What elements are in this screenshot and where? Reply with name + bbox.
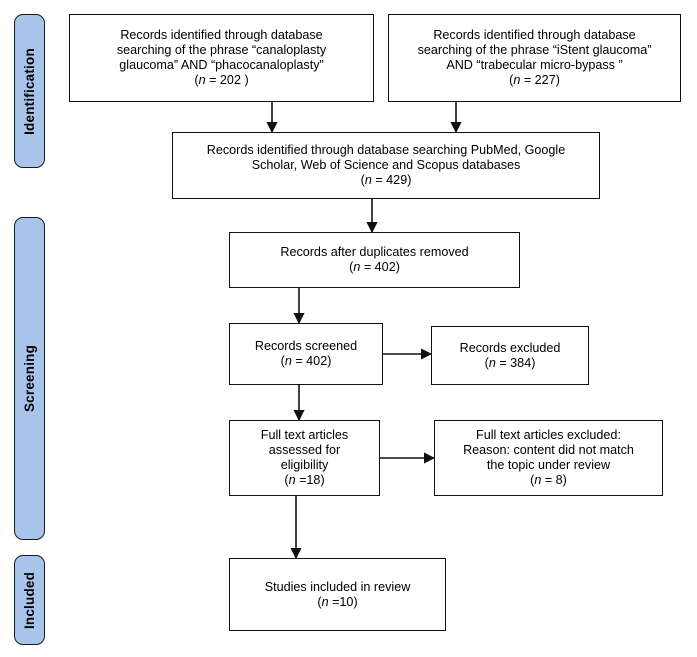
count-prefix: ( — [530, 473, 535, 487]
box-count: (n = 384) — [485, 356, 536, 371]
box-records-excluded: Records excluded (n = 384) — [431, 326, 589, 385]
count-value: = 384) — [495, 355, 536, 370]
count-value: = 227) — [520, 73, 560, 87]
count-label: n — [534, 473, 542, 487]
count-label: n — [364, 173, 372, 187]
box-line: eligibility — [280, 458, 329, 472]
box-line: glaucoma” AND “phacocanaloplasty” — [119, 58, 324, 72]
box-count: (n = 227) — [509, 73, 560, 88]
box-istent-search: Records identified through database sear… — [388, 14, 681, 102]
box-count: (n = 8) — [530, 473, 567, 488]
box-line: Full text articles — [260, 428, 349, 442]
box-line: Records after duplicates removed — [280, 245, 469, 259]
box-count: (n = 402) — [349, 260, 400, 275]
stage-screening: Screening — [14, 217, 45, 540]
box-count: (n = 202 ) — [194, 73, 248, 88]
box-count: (n = 429) — [361, 173, 412, 188]
box-combined-search: Records identified through database sear… — [172, 132, 600, 199]
count-label: n — [321, 594, 329, 609]
box-line: assessed for — [268, 443, 341, 457]
box-count: (n =18) — [284, 473, 324, 488]
box-records-screened: Records screened (n = 402) — [229, 323, 383, 385]
box-line: Records excluded — [459, 340, 561, 355]
box-line: the topic under review — [486, 458, 611, 472]
count-prefix: ( — [509, 73, 514, 87]
box-count: (n =10) — [317, 595, 357, 610]
box-line: Records identified through database sear… — [206, 143, 566, 157]
count-value: =18) — [295, 473, 325, 487]
count-value: = 8) — [541, 473, 567, 487]
box-studies-included: Studies included in review (n =10) — [229, 558, 446, 631]
box-canaloplasty-search: Records identified through database sear… — [69, 14, 374, 102]
count-prefix: ( — [360, 173, 365, 187]
box-line: Scholar, Web of Science and Scopus datab… — [251, 158, 521, 172]
box-duplicates-removed: Records after duplicates removed (n = 40… — [229, 232, 520, 288]
count-prefix: ( — [349, 260, 354, 274]
box-line: Records identified through database — [433, 28, 636, 42]
box-count: (n = 402) — [281, 354, 332, 369]
count-value: = 402) — [291, 354, 332, 368]
count-value: = 429) — [371, 173, 412, 187]
box-line: Records screened — [254, 339, 358, 353]
stage-identification: Identification — [14, 14, 45, 168]
count-prefix: ( — [284, 473, 289, 487]
count-label: n — [198, 73, 206, 87]
count-label: n — [288, 473, 296, 487]
count-prefix: ( — [194, 73, 199, 87]
count-value: = 202 ) — [205, 73, 249, 87]
box-line: AND “trabecular micro-bypass ” — [446, 58, 623, 72]
box-line: Full text articles excluded: — [476, 428, 621, 442]
count-value: =10) — [328, 594, 358, 609]
box-line: searching of the phrase “iStent glaucoma… — [417, 43, 652, 57]
box-line: searching of the phrase “canaloplasty — [116, 43, 327, 57]
stage-included: Included — [14, 555, 45, 645]
count-value: = 402) — [360, 260, 400, 274]
count-label: n — [488, 355, 496, 370]
count-prefix: ( — [280, 354, 285, 368]
count-prefix: ( — [484, 355, 489, 370]
box-line: Reason: content did not match — [463, 443, 634, 457]
box-line: Studies included in review — [264, 579, 411, 594]
count-label: n — [513, 73, 521, 87]
count-prefix: ( — [317, 594, 322, 609]
count-label: n — [353, 260, 361, 274]
box-line: Records identified through database — [120, 28, 323, 42]
box-fulltext-assessed: Full text articles assessed for eligibil… — [229, 420, 380, 496]
count-label: n — [284, 354, 292, 368]
box-fulltext-excluded: Full text articles excluded: Reason: con… — [434, 420, 663, 496]
